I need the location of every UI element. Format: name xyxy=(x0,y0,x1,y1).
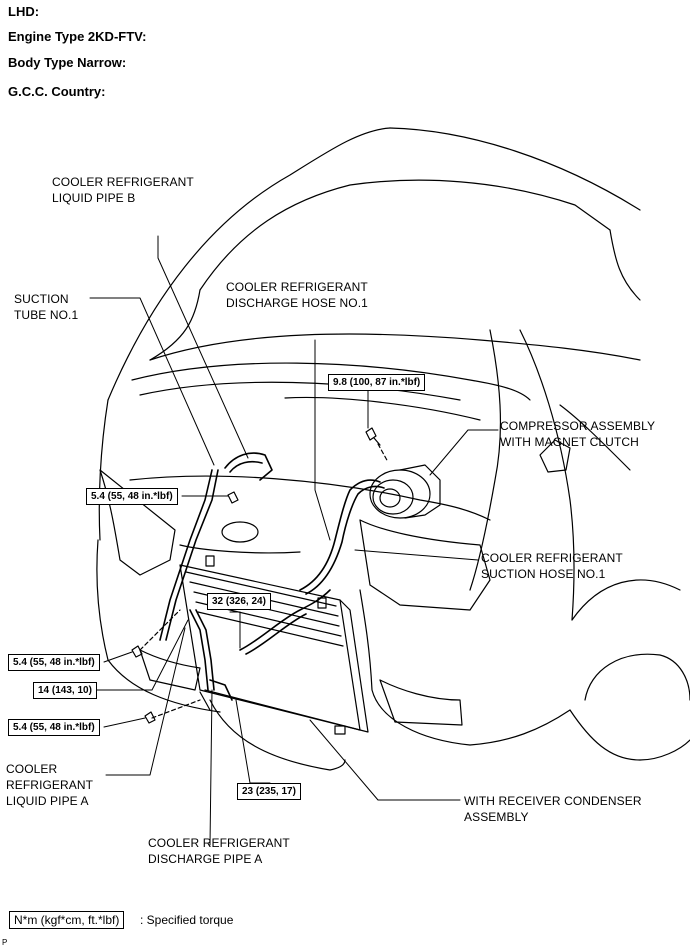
bolt-dashes xyxy=(139,443,389,719)
torque-bottom-fitting: 23 (235, 17) xyxy=(237,783,301,800)
corner-mark: P xyxy=(2,938,8,947)
lhd-heading: LHD: xyxy=(8,4,40,19)
legend-description: : Specified torque xyxy=(140,913,234,927)
van-body-outline xyxy=(96,127,690,771)
torque-left-low-bolt: 5.4 (55, 48 in.*lbf) xyxy=(8,719,100,736)
liquid-pipe-a-label: COOLER REFRIGERANT LIQUID PIPE A xyxy=(6,762,94,808)
leader-lines xyxy=(89,235,499,846)
suction-hose-label: COOLER REFRIGERANT SUCTION HOSE NO.1 xyxy=(481,551,623,581)
legend-unit-box: N*m (kgf*cm, ft.*lbf) xyxy=(9,911,125,929)
body-type-heading: Body Type Narrow: xyxy=(8,55,127,70)
refrigerant-pipes xyxy=(159,452,385,701)
discharge-pipe-a-label: COOLER REFRIGERANT DISCHARGE PIPE A xyxy=(148,836,290,866)
torque-left-fitting: 14 (143, 10) xyxy=(33,682,97,699)
country-heading: G.C.C. Country: xyxy=(8,84,106,99)
torque-upper-left-bolt: 5.4 (55, 48 in.*lbf) xyxy=(86,488,178,505)
compressor-label: COMPRESSOR ASSEMBLY WITH MAGNET CLUTCH xyxy=(500,419,656,449)
discharge-hose-label: COOLER REFRIGERANT DISCHARGE HOSE NO.1 xyxy=(226,280,368,310)
torque-center-fitting: 32 (326, 24) xyxy=(207,593,271,610)
condenser-label: WITH RECEIVER CONDENSER ASSEMBLY xyxy=(464,794,642,824)
torque-compressor-bolt: 9.8 (100, 87 in.*lbf) xyxy=(328,374,426,391)
liquid-pipe-b-label: COOLER REFRIGERANT LIQUID PIPE B xyxy=(52,175,194,205)
bolts xyxy=(131,427,381,724)
torque-left-mid-bolt: 5.4 (55, 48 in.*lbf) xyxy=(8,654,100,671)
compressor-graphic xyxy=(369,464,441,519)
suction-tube-label: SUCTION TUBE NO.1 xyxy=(14,292,79,322)
engine-type-heading: Engine Type 2KD-FTV: xyxy=(8,29,147,44)
